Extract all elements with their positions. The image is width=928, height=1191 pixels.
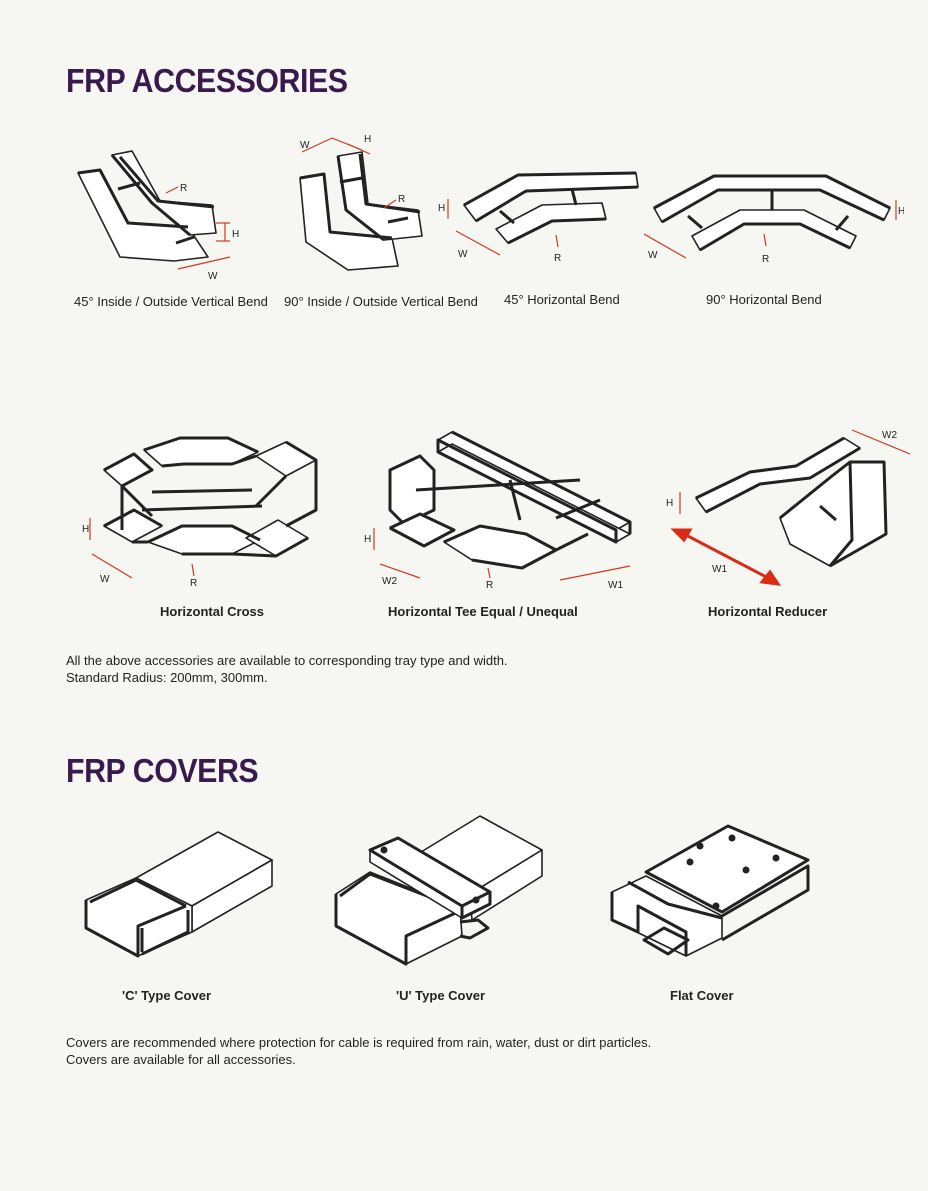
dim-label: W: [648, 250, 658, 261]
dim-label: W: [208, 271, 218, 282]
dim-label: H: [232, 229, 239, 240]
dim-label: R: [398, 194, 405, 205]
covers-note-line: Covers are available for all accessories…: [66, 1052, 296, 1067]
figure-horizontal-tee: H W2 R W1: [360, 430, 640, 590]
dim-label: W2: [382, 576, 397, 587]
caption-90-vertical-bend: 90° Inside / Outside Vertical Bend: [284, 294, 478, 309]
figure-45-horizontal-bend: H W R: [436, 165, 646, 270]
dim-label: R: [554, 253, 561, 264]
caption-horizontal-reducer: Horizontal Reducer: [708, 604, 828, 619]
dim-label: R: [486, 580, 493, 590]
accessories-note-line: All the above accessories are available …: [66, 653, 508, 668]
dim-label: R: [180, 183, 187, 194]
figure-90-horizontal-bend: H W R: [644, 168, 904, 273]
caption-horizontal-tee: Horizontal Tee Equal / Unequal: [388, 604, 578, 619]
dim-label: H: [364, 134, 371, 145]
figure-90-vertical-bend: W H R: [288, 130, 438, 280]
figure-c-type-cover: [82, 828, 282, 968]
accessories-heading: FRP ACCESSORIES: [66, 62, 348, 99]
covers-note: Covers are recommended where protection …: [66, 1034, 651, 1068]
dim-label: H: [364, 534, 371, 545]
dim-label: W2: [882, 430, 897, 441]
dim-label: W1: [712, 564, 727, 575]
covers-heading: FRP COVERS: [66, 752, 259, 789]
accessories-note: All the above accessories are available …: [66, 652, 508, 686]
covers-note-line: Covers are recommended where protection …: [66, 1035, 652, 1050]
figure-flat-cover: [608, 820, 818, 970]
caption-45-vertical-bend: 45° Inside / Outside Vertical Bend: [74, 294, 268, 309]
caption-horizontal-cross: Horizontal Cross: [160, 604, 265, 619]
caption-u-type-cover: 'U' Type Cover: [396, 988, 486, 1003]
figure-u-type-cover: [330, 810, 550, 970]
dim-label: H: [82, 524, 89, 535]
dim-label: R: [762, 254, 769, 265]
figure-horizontal-reducer: H W1 W2: [660, 422, 920, 590]
dim-label: H: [666, 498, 673, 509]
dim-label: W: [458, 249, 468, 260]
dim-label: W: [100, 574, 110, 585]
figure-horizontal-cross: H W R: [82, 430, 322, 590]
dim-label: H: [898, 206, 904, 217]
accessories-note-line: Standard Radius: 200mm, 300mm.: [66, 670, 268, 685]
dim-label: H: [438, 203, 445, 214]
caption-90-horizontal-bend: 90° Horizontal Bend: [706, 292, 822, 307]
caption-c-type-cover: 'C' Type Cover: [122, 988, 212, 1003]
caption-45-horizontal-bend: 45° Horizontal Bend: [504, 292, 620, 307]
caption-flat-cover: Flat Cover: [670, 988, 734, 1003]
dim-label: W: [300, 140, 310, 151]
figure-45-vertical-bend: R H W: [70, 145, 250, 285]
dim-label: W1: [608, 580, 623, 590]
dim-label: R: [190, 578, 197, 589]
